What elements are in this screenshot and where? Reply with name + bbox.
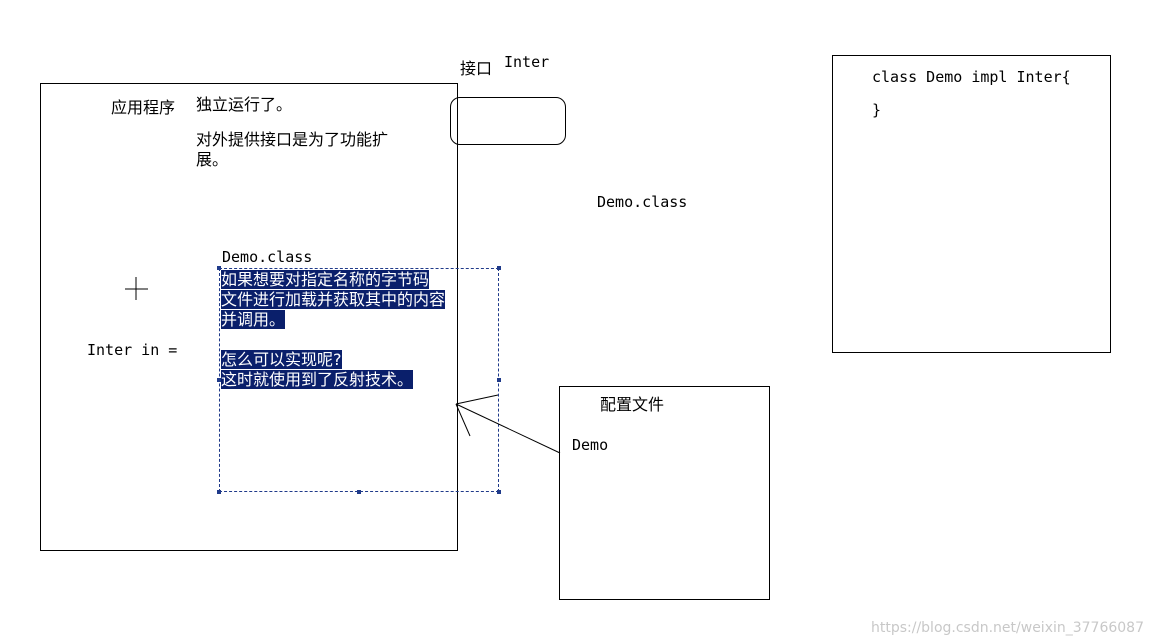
class-definition-line1: class Demo impl Inter{ [872,68,1071,86]
selected-text-line: 文件进行加载并获取其中的内容 [221,290,446,309]
application-box [40,83,458,551]
arrow-head-upper [455,394,499,405]
config-to-app-arrow-line [455,403,561,454]
independent-run-note: 独立运行了。 [196,95,293,114]
selected-text-line: 这时就使用到了反射技术。 [221,370,414,389]
class-definition-box [832,55,1111,353]
config-file-box [559,386,770,600]
application-title: 应用程序 [111,98,176,117]
interface-purpose-line2: 展。 [196,150,229,169]
selected-text-block[interactable]: 如果想要对指定名称的字节码 文件进行加载并获取其中的内容 并调用。 怎么可以实现… [221,270,446,390]
demo-class-label: Demo.class [597,193,688,211]
resize-handle-mr[interactable] [497,378,501,382]
selected-text-line: 如果想要对指定名称的字节码 [221,270,430,289]
interface-name: Inter [504,53,550,71]
resize-handle-br[interactable] [497,490,501,494]
inner-demo-class-label: Demo.class [222,248,313,266]
selected-text-line: 并调用。 [221,310,286,329]
interface-label: 接口 [460,59,493,78]
resize-handle-ml[interactable] [217,378,221,382]
resize-handle-bm[interactable] [357,490,361,494]
interface-purpose-line1: 对外提供接口是为了功能扩 [196,130,389,149]
resize-handle-tr[interactable] [497,266,501,270]
config-file-content: Demo [572,436,609,454]
interface-shape [450,97,566,145]
config-file-title: 配置文件 [600,395,665,414]
crosshair-cursor-icon [125,277,148,300]
resize-handle-bl[interactable] [217,490,221,494]
arrow-head-lower [455,403,471,437]
code-inter-in: Inter in = [87,341,178,359]
selected-text-line: 怎么可以实现呢? [221,350,342,369]
class-definition-line2: } [872,101,882,119]
resize-handle-tl[interactable] [217,266,221,270]
watermark: https://blog.csdn.net/weixin_37766087 [870,620,1144,636]
